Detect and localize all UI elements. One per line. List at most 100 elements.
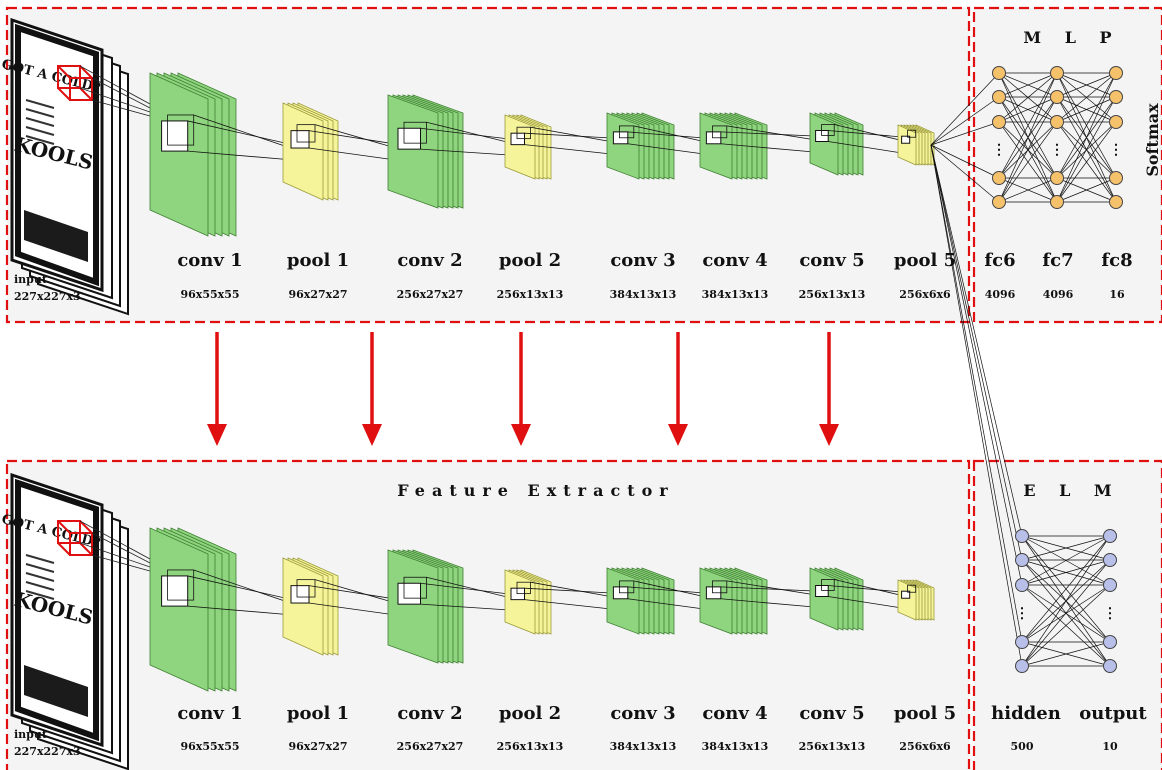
connection-line <box>1056 72 1117 179</box>
connection-line <box>1021 641 1111 667</box>
layer-dims-conv3: 384x13x13 <box>610 740 677 753</box>
connection-line <box>79 542 151 568</box>
layer-label-conv2: conv 2 <box>397 703 462 724</box>
image-text-line <box>25 590 55 600</box>
connection-line <box>314 124 395 148</box>
feature-map-slice <box>282 557 324 656</box>
connection-line <box>930 144 1023 537</box>
image-text-line <box>25 126 55 136</box>
kernel-window-back <box>619 125 635 139</box>
image-text-line <box>25 581 55 591</box>
layer-label-conv4: conv 4 <box>702 250 767 271</box>
mlp-neuron-icon <box>1109 90 1123 104</box>
layer-stack-conv4 <box>699 567 817 635</box>
down-arrow-icon <box>511 424 531 446</box>
connection-line <box>1056 96 1117 123</box>
connection-line <box>726 125 817 141</box>
connection-line <box>308 602 393 615</box>
kernel-window <box>397 127 421 150</box>
connection-line <box>998 72 1058 98</box>
layer-stack-conv5 <box>809 567 905 631</box>
ellipsis-icon: ⋮ <box>1015 606 1029 622</box>
layer-stack-conv4 <box>699 112 817 180</box>
receptive-field-edge <box>57 520 71 534</box>
input-label: input <box>14 728 48 741</box>
connection-line <box>91 532 151 564</box>
connection-line <box>930 72 1000 146</box>
fc6-label: fc6 <box>984 250 1015 271</box>
layer-dims-pool1: 96x27x27 <box>288 288 347 301</box>
connection-line <box>1056 121 1117 203</box>
mlp-neuron-icon <box>992 66 1006 80</box>
connection-line <box>187 575 288 599</box>
fc7-dims: 4096 <box>1043 288 1074 301</box>
mlp-neuron-icon <box>992 90 1006 104</box>
connection-line <box>426 576 512 599</box>
connection-line <box>524 132 612 139</box>
image-text-line <box>25 554 55 564</box>
connection-line <box>828 596 903 609</box>
ellipsis-icon: ⋮ <box>992 142 1006 158</box>
layer-dims-conv1: 96x55x55 <box>180 740 239 753</box>
kernel-window <box>290 585 310 604</box>
image-footer <box>24 210 88 262</box>
feature-map-slice <box>606 112 640 180</box>
transfer-arrows <box>207 332 839 446</box>
connection-line <box>187 150 288 160</box>
layer-label-pool2: pool 2 <box>499 250 561 271</box>
input-dims: 227x227x3 <box>14 290 81 303</box>
mlp-neuron-icon <box>1109 115 1123 129</box>
connection-line <box>633 125 707 143</box>
hidden-label: hidden <box>991 703 1061 724</box>
fc8-dims: 16 <box>1109 288 1125 301</box>
layer-label-conv1: conv 1 <box>177 703 242 724</box>
mlp-frame <box>972 6 1162 324</box>
connection-line <box>998 96 1058 123</box>
layer-stack-conv2 <box>387 549 512 664</box>
layer-stack-conv1 <box>149 72 290 237</box>
feature-map-slice <box>149 72 209 237</box>
mlp-neuron-icon <box>992 115 1006 129</box>
connection-line <box>930 121 1000 146</box>
layer-dims-conv4: 384x13x13 <box>702 288 769 301</box>
layer-stack-pool1 <box>282 557 395 656</box>
connection-line <box>828 141 903 154</box>
connection-line <box>1021 584 1111 667</box>
elm-neuron-icon <box>1015 578 1029 592</box>
connection-line <box>1021 535 1111 561</box>
layer-dims-pool2: 256x13x13 <box>497 288 564 301</box>
elm-neuron-icon <box>1015 553 1029 567</box>
image-footer <box>24 665 88 717</box>
feature-map-slice <box>282 102 324 201</box>
kernel-window-back <box>619 580 635 594</box>
connection-line <box>426 121 512 144</box>
mlp-neuron-icon <box>1050 171 1064 185</box>
feature-map-slice <box>387 94 439 209</box>
elm-neuron-icon <box>1103 529 1117 543</box>
feature-extractor-title: Feature Extractor <box>397 481 674 500</box>
connection-line <box>627 598 705 610</box>
kernel-window-back <box>821 579 835 591</box>
receptive-field-edge <box>79 65 93 79</box>
connection-line <box>834 124 905 142</box>
feature-map-slice <box>699 567 733 635</box>
output-dims: 10 <box>1102 740 1118 753</box>
kernel-window <box>290 130 310 149</box>
connection-line <box>828 130 903 138</box>
mlp-neuron-icon <box>992 195 1006 209</box>
layer-dims-pool1: 96x27x27 <box>288 740 347 753</box>
layer-stack-conv3 <box>606 112 707 180</box>
fc8-label: fc8 <box>1101 250 1132 271</box>
layer-dims-conv5: 256x13x13 <box>799 288 866 301</box>
hidden-dims: 500 <box>1011 740 1034 753</box>
connection-line <box>91 99 151 117</box>
layer-stack-conv5 <box>809 112 905 176</box>
layer-dims-conv2: 256x27x27 <box>397 288 464 301</box>
receptive-field-edge <box>79 542 93 556</box>
layer-stack-pool1 <box>282 102 395 201</box>
layer-stack-conv2 <box>387 94 512 209</box>
receptive-field-back <box>69 532 93 556</box>
down-arrow-icon <box>819 424 839 446</box>
connection-line <box>627 131 705 139</box>
layer-stack-pool5 <box>897 579 935 621</box>
